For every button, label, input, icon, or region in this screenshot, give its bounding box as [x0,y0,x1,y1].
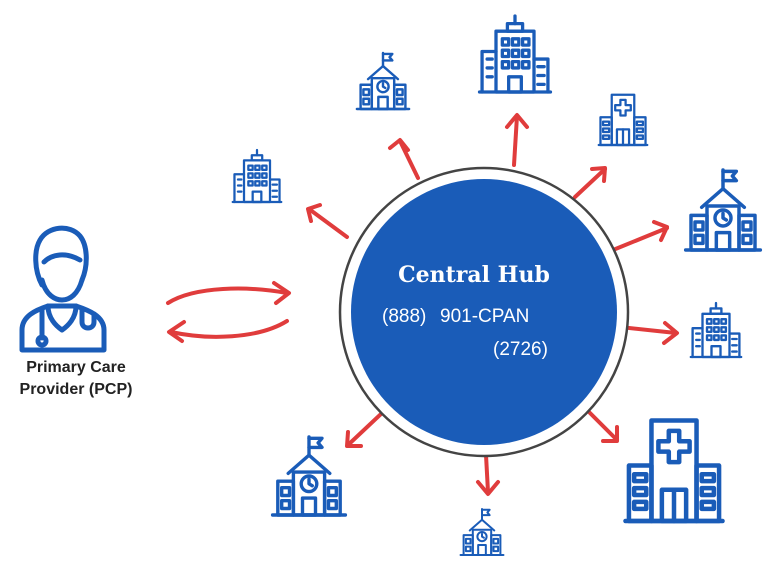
exchange-arrows [166,281,291,343]
outgoing-arrows [306,113,679,496]
pcp-label-line2: Provider (PCP) [19,381,133,398]
hub-phone-area: (888) [382,306,426,327]
arrow-down-left [346,412,383,447]
pcp-label: Primary Care Provider (PCP) [0,357,152,401]
arrow-to-pcp [169,319,289,339]
arrow-up-left [307,207,349,239]
hub-phone-number: 901-CPAN [440,306,529,327]
arrow-up-right [573,167,607,199]
arrow-down [484,453,490,494]
pcp-label-line1: Primary Care [26,359,126,376]
hospital-icon [625,420,722,521]
arrow-to-hub [166,286,289,305]
arrow-up-center-left [398,139,420,180]
school-building-icon [686,170,761,250]
central-hub: Central Hub (888) 901-CPAN (2726) [338,166,630,458]
hospital-icon [597,93,649,147]
office-building-icon [477,14,553,94]
school-building-icon [459,507,505,557]
hub-title: Central Hub [398,262,550,288]
arrow-right [618,325,678,335]
doctor-stethoscope-icon [19,225,107,353]
office-building-icon [689,301,743,359]
office-building-icon [231,148,283,204]
arrow-up [512,114,519,167]
hub-phone-digits: (2726) [493,339,548,360]
school-building-icon [270,435,348,517]
arrow-right-upper [611,226,669,252]
school-building-icon [355,51,411,111]
